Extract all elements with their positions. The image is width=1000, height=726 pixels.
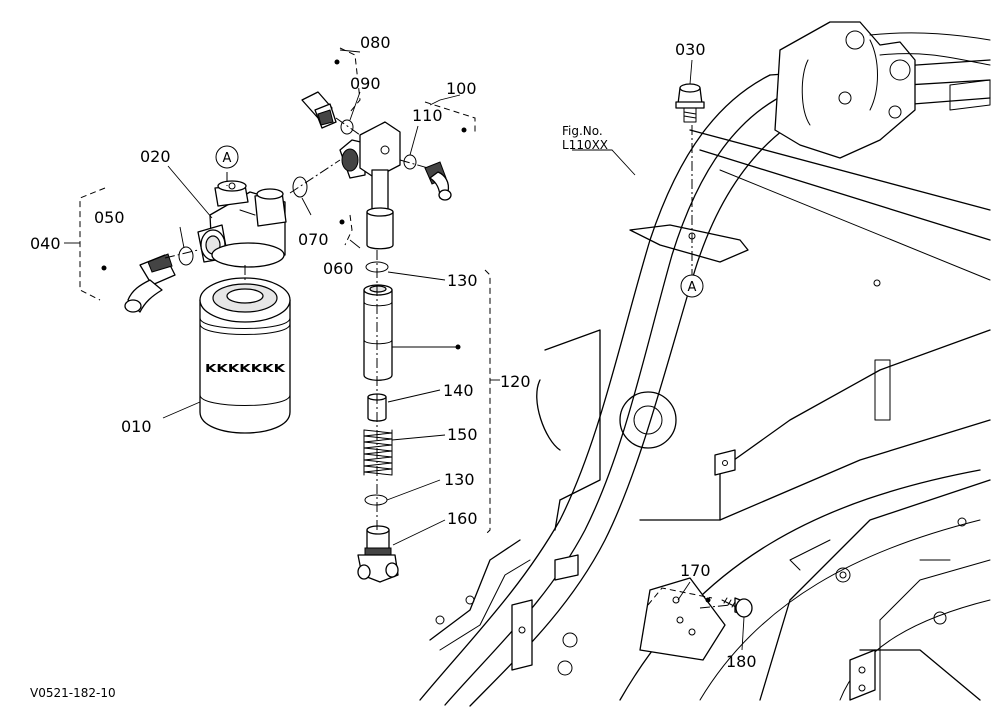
part-label-050: 050 — [94, 208, 125, 227]
part-label-120: 120 — [500, 372, 531, 391]
bolt-030 — [675, 83, 705, 123]
callout-a-top: A — [215, 145, 239, 169]
part-labels: 010 020 030 040 050 060 070 080 090 100 … — [30, 33, 757, 671]
part-label-130-upper: 130 — [447, 271, 478, 290]
elbow-fitting-160 — [357, 525, 399, 583]
filter-head — [197, 180, 287, 268]
svg-text:A: A — [223, 151, 232, 166]
reference-dots — [101, 59, 711, 603]
part-label-040: 040 — [30, 234, 61, 253]
elbow-fitting-100 — [424, 161, 452, 201]
spring-150 — [363, 429, 393, 476]
part-label-090: 090 — [350, 74, 381, 93]
part-label-020: 020 — [140, 147, 171, 166]
fig-ref-line2: L110XX — [562, 138, 608, 152]
part-label-030: 030 — [675, 40, 706, 59]
part-label-100: 100 — [446, 79, 477, 98]
fig-ref-line1: Fig.No. — [562, 124, 603, 138]
fig-ref-leader — [572, 149, 636, 176]
part-label-060: 060 — [323, 259, 354, 278]
part-label-010: 010 — [121, 417, 152, 436]
part-label-110: 110 — [412, 106, 443, 125]
machine-frame — [419, 21, 991, 707]
filter-cartridge: KKKKKKK — [199, 277, 291, 434]
elbow-fitting-040 — [124, 253, 176, 313]
o-ring-130-lower — [364, 494, 388, 506]
part-label-180: 180 — [726, 652, 757, 671]
alignment-lines — [164, 117, 731, 609]
o-ring-050 — [178, 246, 194, 266]
plate-170 — [639, 577, 726, 661]
leader-lines — [64, 49, 745, 651]
adapter-block-060 — [339, 121, 401, 250]
filter-brand-text: KKKKKKK — [205, 362, 286, 375]
o-ring-090 — [340, 119, 354, 135]
o-ring-070 — [292, 176, 308, 198]
part-label-150: 150 — [447, 425, 478, 444]
bolt-180 — [721, 597, 753, 618]
figure-reference: Fig.No. L110XX — [562, 124, 608, 152]
part-label-070: 070 — [298, 230, 329, 249]
part-label-170: 170 — [680, 561, 711, 580]
callout-a-frame: A — [680, 274, 704, 298]
elbow-fitting-080 — [301, 91, 337, 129]
part-label-130-lower: 130 — [444, 470, 475, 489]
group-brackets — [79, 47, 713, 606]
part-label-080: 080 — [360, 33, 391, 52]
drawing-id: V0521-182-10 — [30, 686, 116, 700]
valve-body-120 — [363, 284, 393, 381]
part-label-140: 140 — [443, 381, 474, 400]
part-label-160: 160 — [447, 509, 478, 528]
svg-text:A: A — [688, 280, 697, 295]
